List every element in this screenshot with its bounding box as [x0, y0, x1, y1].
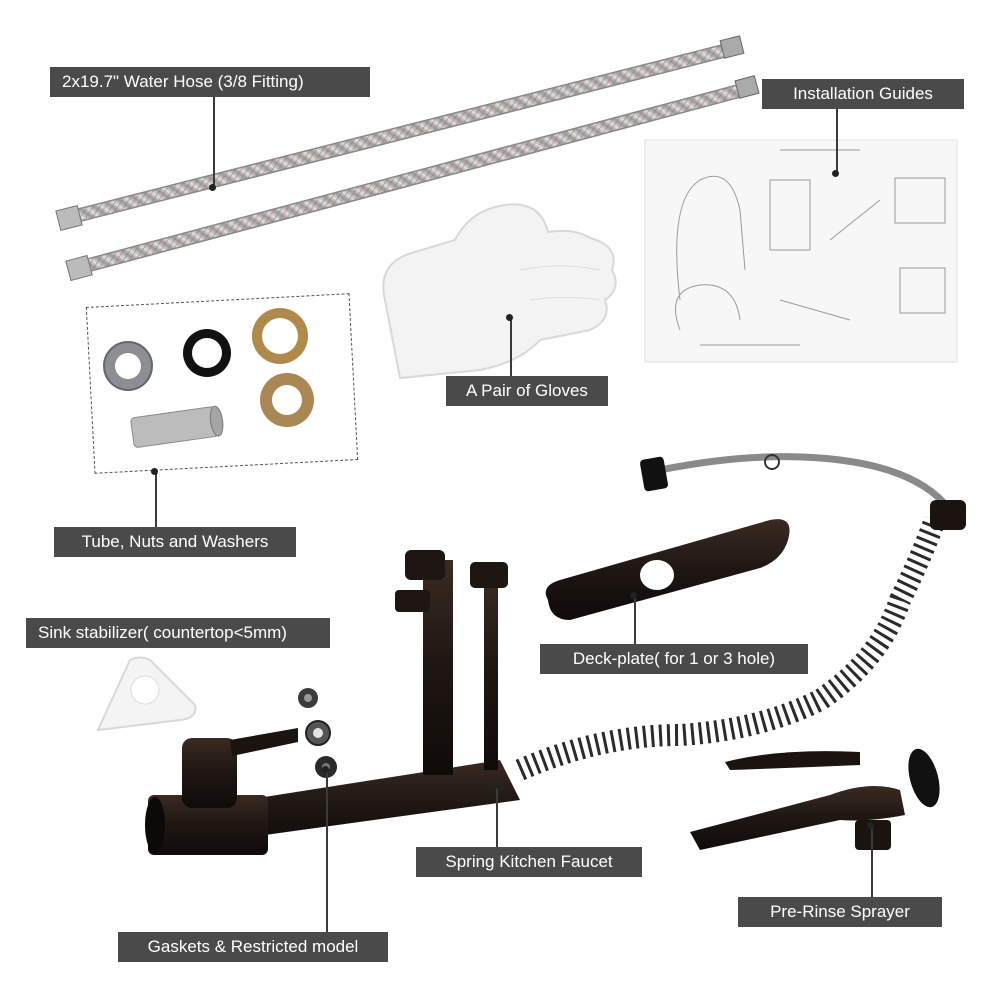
label-gaskets: Gaskets & Restricted model — [118, 932, 388, 962]
parts-group-outline — [85, 293, 359, 474]
leader-dot-water-hose — [209, 184, 216, 191]
leader-line-spring-faucet — [496, 786, 498, 848]
label-installation-guides: Installation Guides — [762, 79, 964, 109]
leader-line-installation-guides — [836, 108, 838, 174]
leader-line-tube-nuts-washers — [155, 472, 157, 528]
label-water-hose: 2x19.7" Water Hose (3/8 Fitting) — [50, 67, 370, 97]
leader-dot-gaskets — [322, 766, 329, 773]
water-hose-top — [55, 35, 745, 231]
leader-line-pre-rinse-sprayer — [871, 826, 873, 898]
leader-dot-deck-plate — [630, 592, 637, 599]
washers-and-tube — [103, 308, 314, 448]
installation-guide-sheet — [644, 139, 958, 363]
leader-dot-pre-rinse-sprayer — [867, 822, 874, 829]
leader-dot-installation-guides — [832, 170, 839, 177]
label-deck-plate: Deck-plate( for 1 or 3 hole) — [540, 644, 808, 674]
label-sink-stabilizer: Sink stabilizer( countertop<5mm) — [26, 618, 330, 648]
gaskets — [298, 688, 337, 778]
sink-stabilizer — [96, 656, 197, 732]
leader-line-deck-plate — [634, 596, 636, 644]
deck-plate — [545, 519, 790, 620]
label-tube-nuts-washers: Tube, Nuts and Washers — [54, 527, 296, 557]
leader-line-gloves — [510, 318, 512, 378]
pre-rinse-sprayer — [690, 748, 940, 850]
label-gloves: A Pair of Gloves — [446, 376, 608, 406]
spring-kitchen-faucet — [145, 453, 966, 855]
label-pre-rinse-sprayer: Pre-Rinse Sprayer — [738, 897, 942, 927]
gloves — [382, 203, 617, 380]
leader-line-gaskets — [326, 770, 328, 934]
water-hose-bottom — [65, 75, 760, 282]
leader-dot-spring-faucet — [492, 782, 499, 789]
leader-dot-tube-nuts-washers — [151, 468, 158, 475]
label-spring-kitchen-faucet: Spring Kitchen Faucet — [416, 847, 642, 877]
leader-dot-gloves — [506, 314, 513, 321]
leader-line-water-hose — [213, 96, 215, 188]
